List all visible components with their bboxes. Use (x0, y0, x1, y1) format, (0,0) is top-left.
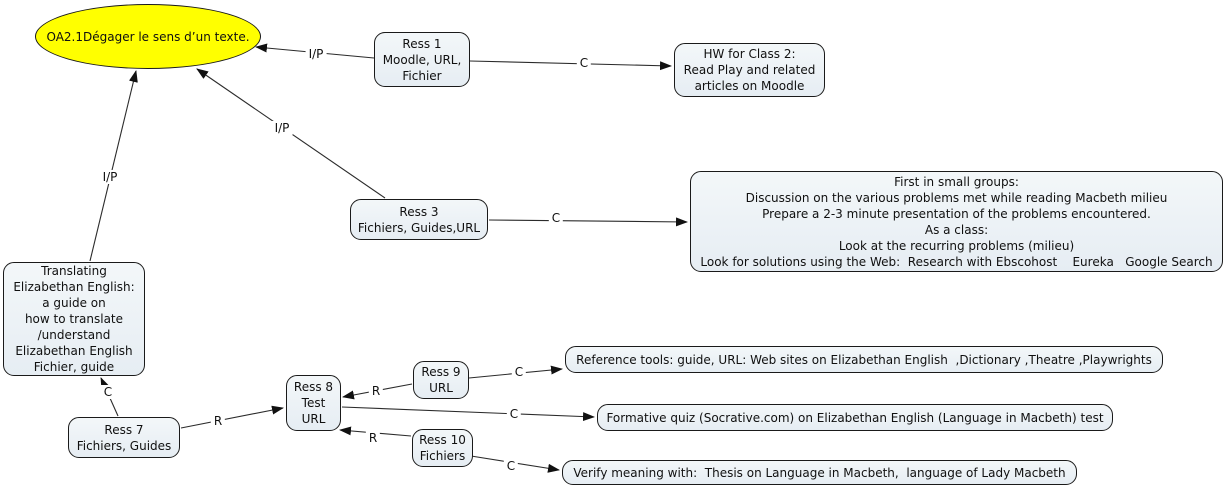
concept-node-groups-activity[interactable]: First in small groups: Discussion on the… (690, 171, 1223, 272)
concept-node-ress9[interactable]: Ress 9 URL (413, 361, 469, 399)
concept-node-ress8[interactable]: Ress 8 Test URL (286, 375, 341, 431)
concept-node-ress3[interactable]: Ress 3 Fichiers, Guides,URL (350, 199, 488, 240)
link-label-ress8-to-formative[interactable]: C (506, 407, 522, 421)
node-label-groups-activity: First in small groups: Discussion on the… (700, 174, 1213, 269)
concept-node-translating-guide[interactable]: Translating Elizabethan English: a guide… (3, 262, 145, 376)
link-label-ress9-to-reference[interactable]: C (511, 365, 527, 379)
concept-node-ress7[interactable]: Ress 7 Fichiers, Guides (68, 417, 180, 458)
node-label-ress7: Ress 7 Fichiers, Guides (76, 422, 172, 453)
link-line-ress8-to-formative (341, 406, 595, 422)
concept-node-ress1[interactable]: Ress 1 Moodle, URL, Fichier (374, 32, 470, 87)
concept-node-ress10[interactable]: Ress 10 Fichiers (412, 429, 473, 467)
node-label-oa21-objective: OA2.1Dégager le sens d’un texte. (46, 29, 250, 44)
concept-node-oa21-objective[interactable]: OA2.1Dégager le sens d’un texte. (35, 4, 261, 69)
concept-node-verify-meaning[interactable]: Verify meaning with: Thesis on Language … (562, 460, 1077, 485)
concept-node-reference-tools[interactable]: Reference tools: guide, URL: Web sites o… (565, 346, 1163, 373)
node-label-ress9: Ress 9 URL (421, 365, 461, 395)
link-label-ress1-to-hw[interactable]: C (576, 56, 592, 70)
concept-node-formative-quiz[interactable]: Formative quiz (Socrative.com) on Elizab… (597, 404, 1113, 431)
link-label-ress3-to-oa21[interactable]: I/P (271, 121, 293, 135)
link-line-translating-to-oa21 (89, 70, 138, 262)
link-label-ress9-to-ress8[interactable]: R (368, 384, 384, 398)
node-label-translating-guide: Translating Elizabethan English: a guide… (13, 264, 135, 374)
link-label-translating-to-oa21[interactable]: I/P (99, 170, 121, 184)
link-label-ress7-to-ress8[interactable]: R (210, 414, 226, 428)
node-label-ress3: Ress 3 Fichiers, Guides,URL (357, 204, 481, 235)
link-label-ress10-to-ress8[interactable]: R (365, 431, 381, 445)
node-label-hw-class2: HW for Class 2: Read Play and related ar… (683, 47, 816, 93)
link-label-ress1-to-oa21[interactable]: I/P (305, 47, 327, 61)
link-line-ress3-to-groups (488, 217, 688, 227)
node-label-reference-tools: Reference tools: guide, URL: Web sites o… (576, 352, 1152, 367)
link-label-ress10-to-verify[interactable]: C (503, 459, 519, 473)
concept-node-hw-class2[interactable]: HW for Class 2: Read Play and related ar… (674, 43, 825, 97)
link-label-ress3-to-groups[interactable]: C (548, 211, 564, 225)
node-label-formative-quiz: Formative quiz (Socrative.com) on Elizab… (606, 410, 1104, 425)
node-label-ress8: Ress 8 Test URL (293, 380, 334, 426)
link-label-ress7-to-translating[interactable]: C (100, 385, 116, 399)
node-label-ress10: Ress 10 Fichiers (419, 433, 466, 463)
link-line-ress7-to-ress8 (180, 405, 284, 429)
link-line-ress1-to-hw (469, 60, 672, 71)
node-label-ress1: Ress 1 Moodle, URL, Fichier (382, 36, 462, 83)
node-label-verify-meaning: Verify meaning with: Thesis on Language … (573, 465, 1066, 480)
